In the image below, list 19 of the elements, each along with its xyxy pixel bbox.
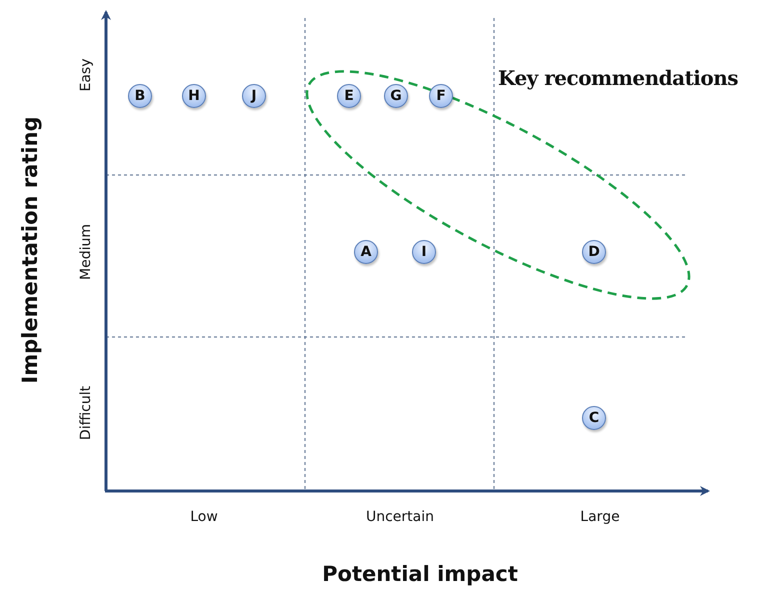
item-marker: A <box>354 240 378 264</box>
group-heading: Key recommendations <box>498 66 738 90</box>
axis-title: Potential impact <box>322 562 518 586</box>
item-marker: E <box>337 84 361 108</box>
axis-tick-label: Uncertain <box>366 509 434 525</box>
item-marker: G <box>384 84 408 108</box>
item-marker: J <box>242 84 266 108</box>
item-marker: F <box>429 84 453 108</box>
axis-tick-label: Difficult <box>78 386 94 440</box>
axis-tick-label: Easy <box>78 58 94 92</box>
item-marker: C <box>582 406 606 430</box>
axis-title: Implementation rating <box>18 116 42 384</box>
axis-tick-label: Large <box>580 509 620 525</box>
item-marker: B <box>128 84 152 108</box>
item-marker: D <box>582 240 606 264</box>
axis-tick-label: Medium <box>78 224 94 280</box>
item-marker: H <box>182 84 206 108</box>
axis-tick-label: Low <box>190 509 218 525</box>
item-marker: I <box>412 240 436 264</box>
